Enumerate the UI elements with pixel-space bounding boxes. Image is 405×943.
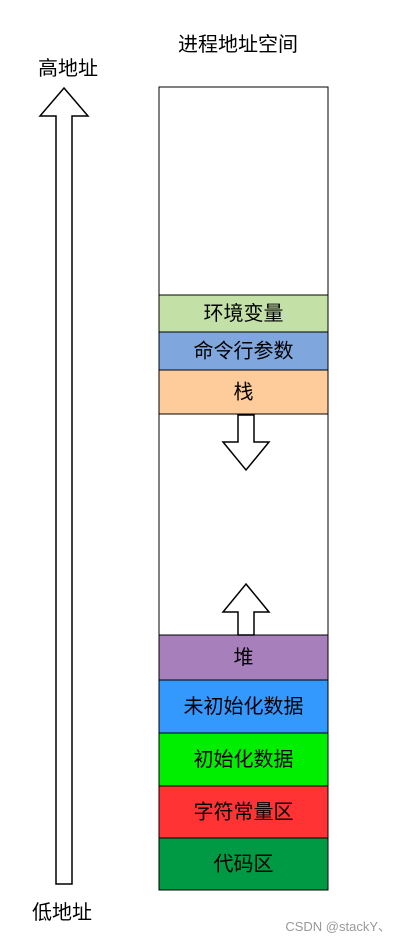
segment-environment-variables: 环境变量 <box>158 294 329 333</box>
segment-command-line-args: 命令行参数 <box>158 331 329 371</box>
segment-string-constants: 字符常量区 <box>158 785 329 839</box>
segment-bss: 未初始化数据 <box>158 679 329 734</box>
segment-string-constants-label: 字符常量区 <box>194 800 294 824</box>
diagram-title: 进程地址空间 <box>178 32 298 56</box>
segment-heap-label: 堆 <box>234 645 254 669</box>
heap-growth-up-arrow <box>221 582 271 636</box>
segment-heap: 堆 <box>158 634 329 681</box>
segment-command-line-args-label: 命令行参数 <box>194 339 294 363</box>
segment-bss-box <box>158 679 329 734</box>
stack-growth-down-arrow <box>221 414 271 472</box>
segment-stack-label: 栈 <box>234 380 254 404</box>
segment-initialized-data: 初始化数据 <box>158 732 329 787</box>
segment-stack: 栈 <box>158 369 329 415</box>
segment-code-label: 代码区 <box>214 852 274 876</box>
high-address-label: 高地址 <box>38 56 98 80</box>
segment-environment-variables-label: 环境变量 <box>204 301 284 325</box>
segment-stack-box <box>158 369 329 415</box>
low-address-label: 低地址 <box>32 900 92 924</box>
segment-string-constants-box <box>158 785 329 839</box>
segment-initialized-data-box <box>158 732 329 787</box>
watermark: CSDN @stackY、 <box>285 919 391 934</box>
segment-initialized-data-label: 初始化数据 <box>194 747 294 771</box>
address-direction-arrow <box>38 86 90 885</box>
segment-code-box <box>158 837 329 891</box>
segment-bss-label: 未初始化数据 <box>184 694 304 718</box>
segment-code: 代码区 <box>158 837 329 891</box>
